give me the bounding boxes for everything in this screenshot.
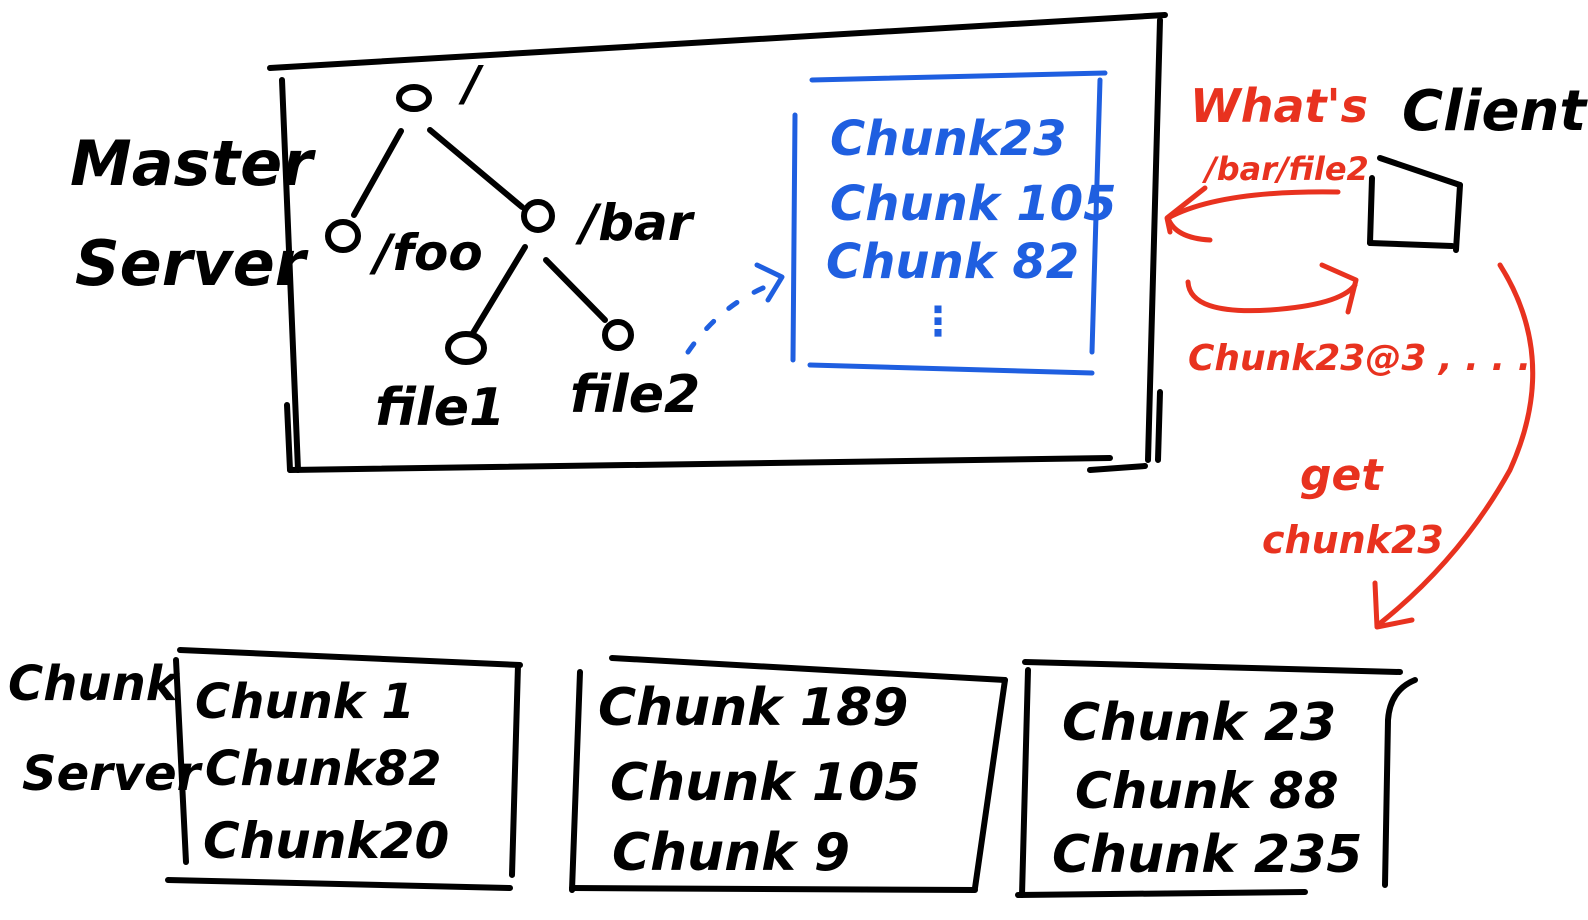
tree-foo-node — [325, 219, 361, 253]
chunk-server-label-line2: Server — [22, 746, 204, 802]
response-arrow — [1185, 279, 1358, 314]
master-chunk-list: Chunk23 Chunk 105 Chunk 82 ⋮ — [790, 70, 1117, 376]
server-chunk-item: Chunk 88 — [1075, 762, 1339, 820]
tree-file2-label: file2 — [570, 365, 700, 425]
server-chunk-item: Chunk 9 — [612, 823, 850, 883]
fetch-arrow — [1375, 262, 1536, 628]
tree-file2-node — [602, 319, 634, 351]
server-chunk-item: Chunk 235 — [1052, 825, 1362, 885]
tree-root-node — [396, 84, 432, 112]
server-chunk-item: Chunk82 — [205, 741, 441, 797]
request-path-label: /bar/file2 — [1201, 150, 1369, 188]
master-box — [267, 12, 1168, 473]
tree-root-label: / — [458, 56, 484, 112]
chunk-server-2: Chunk 189 Chunk 105 Chunk 9 — [569, 655, 1008, 893]
client: Client What's /bar/file2 Chunk23@3 , . .… — [1164, 79, 1588, 630]
server-chunk-item: Chunk 189 — [598, 678, 908, 738]
tree-file1-label: file1 — [375, 378, 505, 438]
namespace-tree: / /foo /bar file1 file2 — [325, 56, 700, 438]
master-server: Master Server / /foo /bar file1 — [70, 12, 1168, 473]
master-chunk-item: Chunk23 — [830, 111, 1066, 167]
master-chunk-item: Chunk 82 — [826, 234, 1079, 290]
client-label: Client — [1402, 79, 1588, 144]
chunk-server-label-line1: Chunk — [8, 656, 181, 712]
client-fetch: get chunk23 — [1262, 262, 1536, 630]
client-box — [1367, 155, 1463, 253]
fetch-label-line2: chunk23 — [1262, 518, 1444, 562]
request-arrow — [1165, 189, 1341, 243]
server-chunk-item: Chunk 23 — [1062, 693, 1336, 753]
edge-bar-file2 — [543, 257, 608, 323]
tree-bar-label: /bar — [575, 194, 696, 252]
tree-foo-label: /foo — [369, 224, 483, 282]
chunk-server-1: Chunk 1 Chunk82 Chunk20 — [165, 647, 523, 891]
edge-root-bar — [427, 127, 525, 210]
master-chunk-item: Chunk 105 — [830, 176, 1117, 232]
master-response: Chunk23@3 , . . . — [1185, 262, 1531, 379]
server-chunk-item: Chunk 1 — [195, 674, 415, 730]
master-chunk-ellipsis: ⋮ — [918, 299, 958, 345]
response-label: Chunk23@3 , . . . — [1188, 338, 1531, 379]
file2-to-chunks-arrow — [685, 262, 785, 355]
edge-root-foo — [351, 128, 404, 218]
chunk-servers: Chunk Server Chunk 1 Chunk82 Chunk20 Chu… — [8, 647, 1418, 898]
client-request: What's /bar/file2 — [1164, 79, 1369, 243]
server-chunk-item: Chunk 105 — [610, 753, 920, 813]
tree-bar-node — [521, 199, 555, 233]
tree-file1-node — [445, 331, 487, 365]
fetch-label-line1: get — [1300, 450, 1384, 501]
master-label-line1: Master — [70, 127, 316, 200]
master-label-line2: Server — [75, 227, 309, 300]
server-chunk-item: Chunk20 — [203, 812, 449, 870]
chunk-server-3: Chunk 23 Chunk 88 Chunk 235 — [1015, 659, 1418, 898]
request-label: What's — [1190, 79, 1368, 133]
edge-bar-file1 — [470, 244, 528, 336]
